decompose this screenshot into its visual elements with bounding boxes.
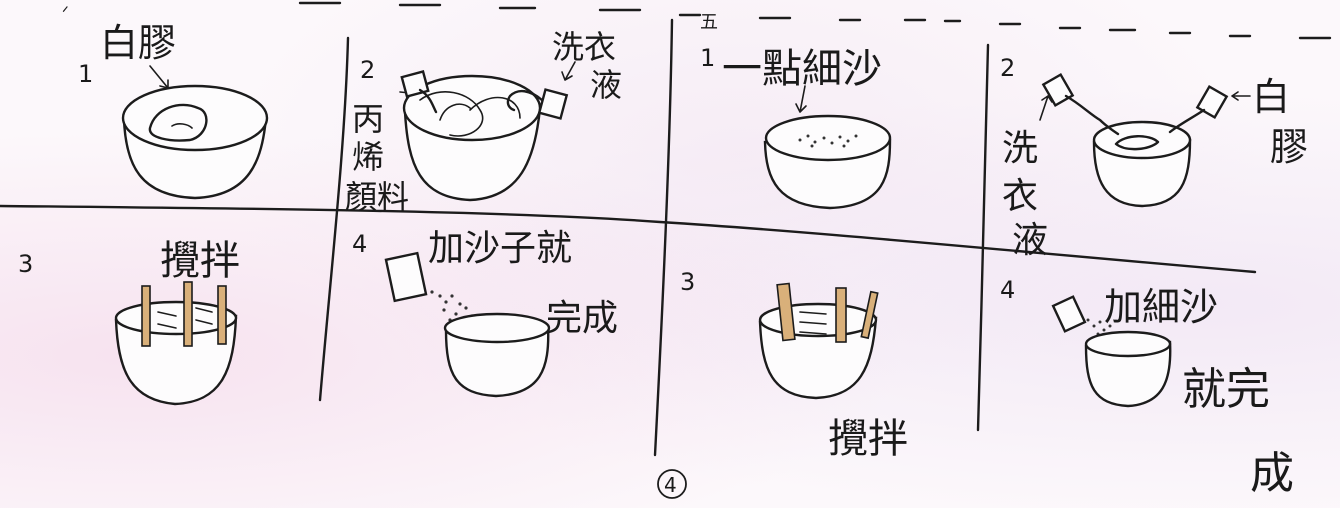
panel-4-arrow-right: [1231, 91, 1251, 101]
panel-2-label-liquid: 液: [590, 66, 622, 104]
panel-2-label-acrylic-2: 烯: [352, 138, 384, 176]
panel-6-add-sand: 4 加沙子就 完成: [352, 228, 618, 398]
cup: [1084, 330, 1172, 408]
panel-2-mix: 2 洗衣 液 丙 烯 顏料: [345, 28, 622, 216]
horizontal-divider: [0, 204, 1257, 274]
cup: [443, 312, 551, 398]
stirred-cup: [114, 281, 238, 406]
detergent-bottle: [506, 88, 569, 120]
panel-6-step: 4: [352, 230, 367, 258]
panel-3-arrow: [795, 85, 807, 113]
panel-4-label-white: 白: [1252, 75, 1290, 119]
panel-3-sand: 1 一點細沙: [700, 44, 892, 210]
detergent-bottle: [1041, 72, 1120, 136]
panel-4-arrow-left: [1039, 95, 1053, 121]
corner-tick: ᐟ: [62, 3, 69, 22]
panel-8-add-fine-sand: 4 加細沙 就完 成: [1000, 276, 1294, 499]
panel-4-step: 2: [1000, 54, 1015, 82]
glue-bottle: [1168, 84, 1229, 134]
panel-2-label-acrylic-1: 丙: [352, 100, 384, 138]
panel-1-step: 1: [78, 60, 93, 88]
page-number-text: 4: [664, 473, 677, 497]
panel-1-arrow: [149, 65, 169, 89]
panel-7-label-stir: 攪拌: [828, 416, 908, 462]
bowl: [763, 114, 892, 210]
panel-6-label-add-sand: 加沙子就: [428, 228, 572, 269]
panel-4-label-detergent-1: 洗: [1002, 128, 1038, 169]
panel-8-label-add-fine-sand: 加細沙: [1104, 285, 1218, 329]
panel-5-step: 3: [18, 250, 33, 278]
panel-3-label-sand: 一點細沙: [722, 46, 882, 92]
panel-7-stir: 3 攪拌: [680, 268, 908, 462]
panel-4-mix: 2 白 膠 洗 衣 液: [1000, 54, 1308, 261]
stirred-cup: [758, 282, 879, 400]
panel-8-label-done-2: 成: [1250, 448, 1294, 499]
sand-particles: [1086, 318, 1112, 336]
small-bowl: [1092, 120, 1192, 208]
panel-1-glue: 1 白膠: [78, 21, 269, 200]
top-dashed-line: [298, 1, 1332, 40]
panel-4-label-detergent-3: 液: [1012, 220, 1048, 261]
panel-3-step: 1: [700, 44, 715, 72]
sand-bag: [1051, 295, 1087, 333]
panel-4-label-detergent-2: 衣: [1002, 176, 1038, 217]
panel-5-stir: 3 攪拌: [18, 238, 240, 406]
vertical-divider-3: [976, 43, 990, 432]
vertical-divider-2: [653, 18, 674, 457]
panel-2-label-detergent: 洗衣: [552, 28, 616, 66]
mixing-bowl: [402, 74, 542, 202]
panel-8-label-done-1: 就完: [1182, 364, 1270, 415]
panel-2-label-paint: 顏料: [345, 178, 409, 216]
panel-1-label-glue: 白膠: [100, 21, 176, 65]
bowl: [121, 84, 269, 200]
sand-bag: [384, 251, 428, 303]
panel-7-step: 3: [680, 268, 695, 296]
panel-6-label-done: 完成: [546, 298, 618, 339]
top-header-mark: 五: [700, 12, 718, 33]
panel-4-label-glue: 膠: [1270, 125, 1308, 169]
panel-2-arrow-right: [561, 61, 576, 81]
vertical-divider-1: [318, 36, 350, 402]
panel-5-label-stir: 攪拌: [160, 238, 240, 284]
panel-8-step: 4: [1000, 276, 1015, 304]
page-number: 4: [657, 469, 687, 499]
panel-2-step: 2: [360, 56, 375, 84]
paint-bottle-left: [400, 70, 438, 114]
